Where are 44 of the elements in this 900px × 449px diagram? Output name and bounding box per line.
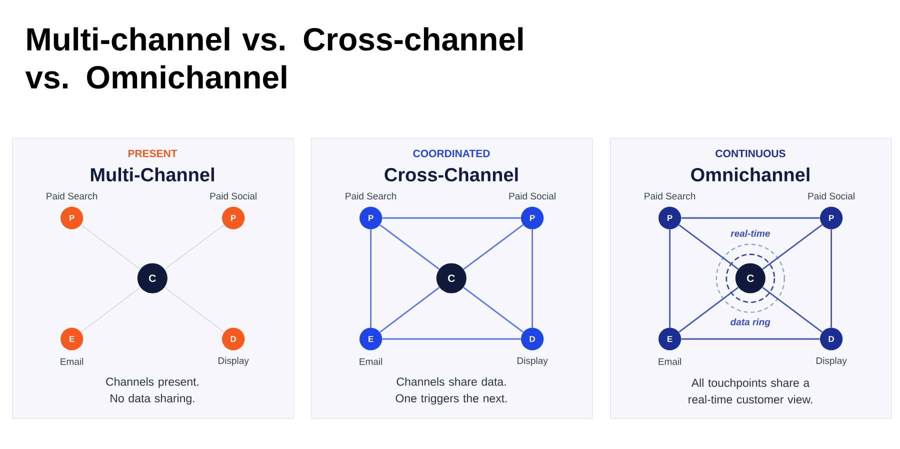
category-tag: PRESENT (128, 150, 178, 158)
connector-line (762, 224, 822, 270)
connector-line (164, 286, 225, 333)
connector-line (380, 224, 440, 270)
category-tag: CONTINUOUS (716, 150, 786, 158)
title: Multi-channel vs. Cross-channel vs. Omnichannel (25, 27, 523, 89)
channel-label: Paid Social (210, 192, 256, 200)
channel-label: Paid Search (46, 192, 98, 200)
panel-heading: Cross-Channel (384, 168, 518, 182)
channel-label: Paid Search (346, 192, 396, 200)
channel-label: Email (60, 358, 84, 365)
connector-line (678, 286, 739, 333)
connector-line (370, 230, 372, 328)
channel-label: Paid Search (644, 192, 696, 200)
channel-label: Display (518, 357, 548, 366)
channel-label: Display (218, 357, 249, 366)
connector-line (830, 230, 832, 328)
connector-line (762, 286, 823, 333)
description-text: All touchpoints share a real-time customer view. (688, 378, 812, 404)
channel-label: Display (816, 357, 847, 366)
connector-line (669, 230, 670, 328)
channel-label: Email (658, 358, 682, 365)
connector-line (80, 224, 141, 270)
description-text: Channels share data. One triggers the next. (396, 377, 507, 405)
category-tag: COORDINATED (413, 150, 490, 158)
ring-label: real-time (730, 230, 770, 237)
panel-heading: Omnichannel (691, 168, 810, 182)
connector-line (463, 224, 524, 270)
connector-line (164, 224, 225, 270)
connector-line (382, 217, 521, 219)
panel-heading: Multi-Channel (90, 168, 214, 182)
connector-line (80, 286, 141, 333)
connector-line (681, 338, 820, 340)
connector-line (681, 217, 820, 219)
ring-label: data ring (730, 318, 770, 328)
connector-line (678, 224, 739, 270)
description-text: Channels present. No data sharing. (106, 377, 198, 405)
connector-line (382, 338, 521, 340)
channel-label: Paid Social (509, 192, 556, 200)
connector-line (380, 286, 440, 333)
channel-label: Paid Social (808, 192, 854, 200)
channel-label: Email (360, 358, 382, 365)
connector-line (463, 286, 524, 333)
connector-line (532, 230, 533, 328)
